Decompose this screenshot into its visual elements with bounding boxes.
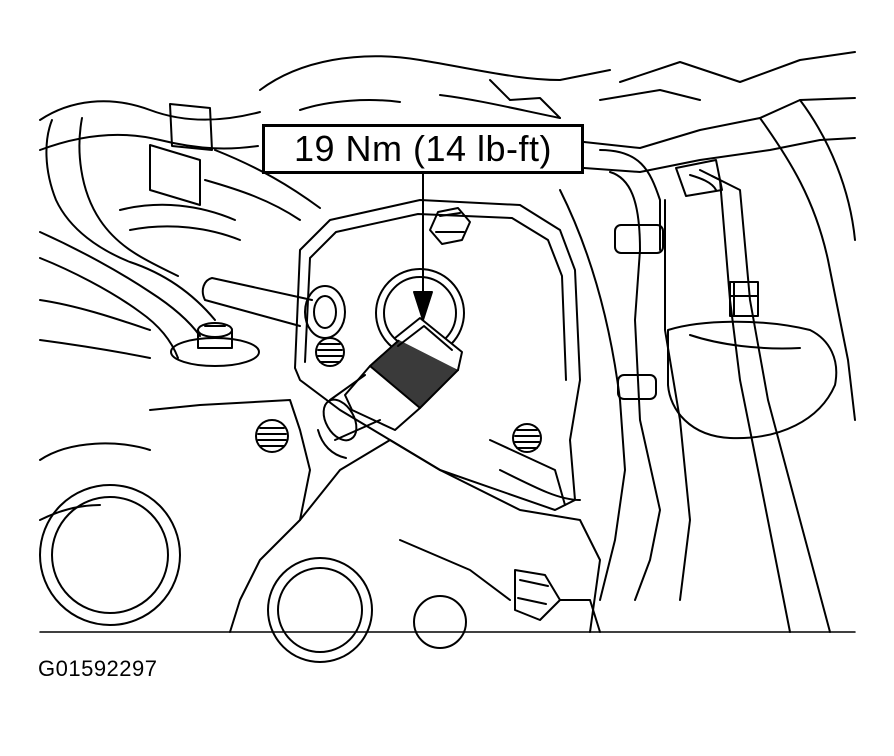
torque-callout-label: 19 Nm (14 lb-ft) (293, 128, 553, 169)
torque-callout: 19 Nm (14 lb-ft) (262, 124, 584, 174)
figure-id: G01592297 (38, 656, 158, 681)
pointer-arrow (413, 173, 433, 321)
upper-left-hoses (39, 100, 261, 359)
right-side-wiring (559, 51, 856, 633)
stud-left (315, 337, 345, 367)
position-sensor (317, 317, 463, 459)
lower-right-fitting (514, 569, 601, 633)
left-mounting-bolt (170, 322, 260, 367)
upper-background-shapes (169, 55, 611, 221)
lower-left-housing (39, 399, 311, 633)
stud-right (512, 423, 542, 453)
threaded-studs (255, 337, 542, 453)
left-pipe (201, 277, 346, 339)
center-hex-bolt (429, 207, 471, 245)
stud-lower-left (255, 419, 289, 453)
lower-center-cover (267, 439, 601, 663)
